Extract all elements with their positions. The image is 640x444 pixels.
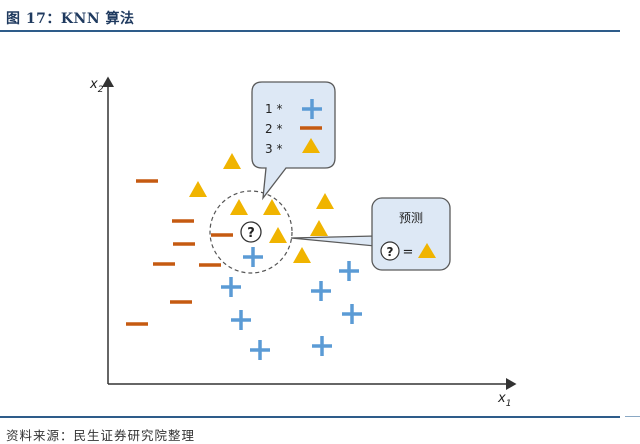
neighbor-rank-1: 1 * [265,102,282,116]
bottom-rule [0,416,620,418]
prediction-title: 预测 [399,211,423,225]
prediction-callout: 预测 ? = [290,197,451,271]
plus-icon [302,99,322,119]
neighbor-rank-2: 2 * [265,122,282,136]
plus-point [231,310,251,330]
svg-text:?: ? [247,226,255,241]
source-note: 资料来源：民生证券研究院整理 [6,428,196,443]
y-axis-label: x2 [89,77,104,95]
triangle-point [230,199,248,215]
plus-point [221,277,241,297]
prediction-query-symbol: ? [387,245,394,259]
triangle-point [223,153,241,169]
triangle-point [293,247,311,263]
plus-point [339,261,359,281]
triangle-icon [418,243,436,258]
query-point: ? [240,221,262,243]
triangle-point [316,193,334,209]
triangle-point [189,181,207,197]
top-rule [0,30,620,32]
neighbor-rank-3: 3 * [265,142,282,156]
neighborhood-circle [209,190,293,274]
plus-point [243,247,263,267]
x-axis-label: x1 [497,391,511,409]
triangle-icon [302,138,320,153]
figure-title: 图 17：KNN 算法 [6,11,135,27]
neighbor-callout: 1 * 2 * 3 * [251,81,336,201]
plus-point [312,336,332,356]
bottom-rule-tail [625,416,640,417]
triangle-point [310,220,328,236]
triangle-point [263,199,281,215]
prediction-equals: = [403,245,414,260]
plus-point [250,340,270,360]
plus-point [311,281,331,301]
triangle-point [269,227,287,243]
plus-point [342,304,362,324]
data-points [126,153,362,360]
